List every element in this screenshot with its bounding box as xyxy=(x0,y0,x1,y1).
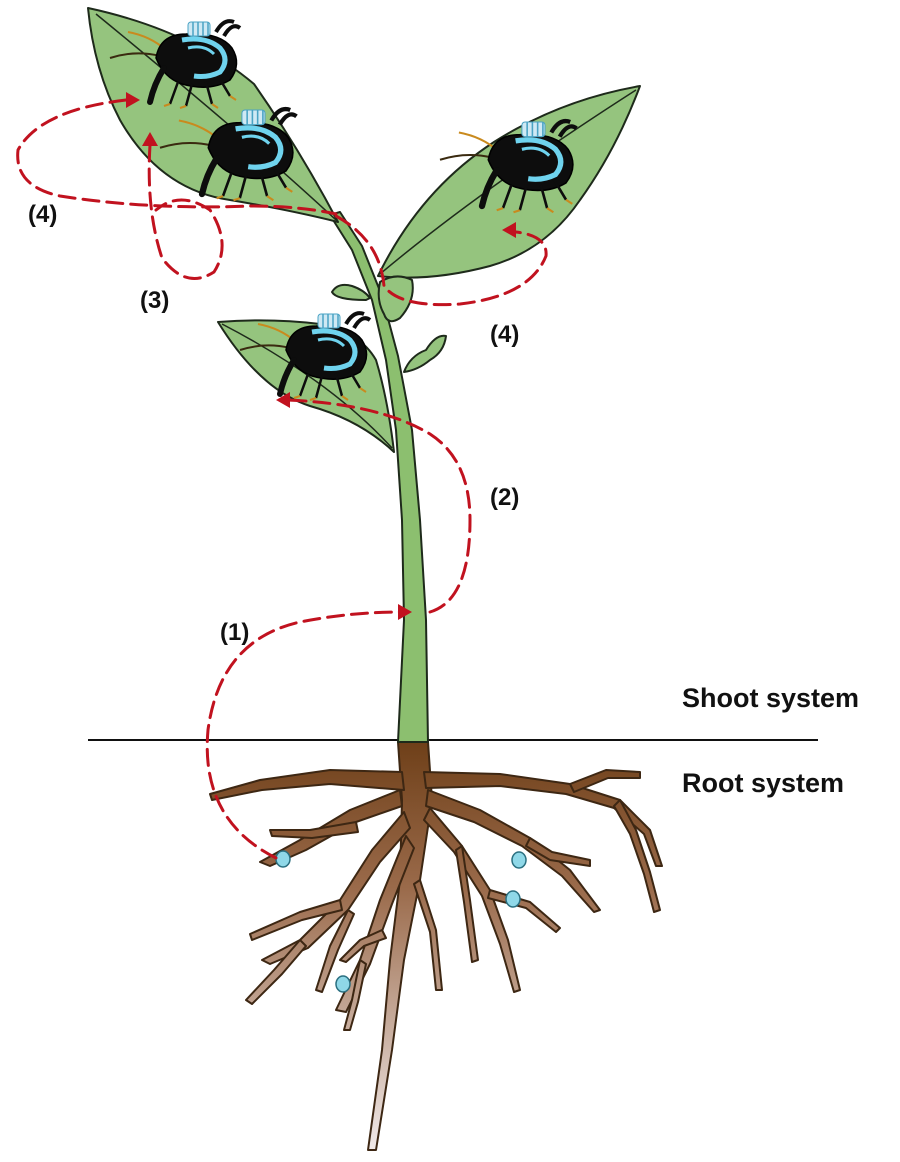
root-system-label: Root system xyxy=(682,768,844,798)
step-label-1: (1) xyxy=(220,619,249,646)
arrowhead-icon xyxy=(398,604,412,620)
stem xyxy=(329,211,429,743)
arrowhead-icon xyxy=(142,132,158,146)
arrowhead-icon xyxy=(126,92,140,108)
path-1 xyxy=(205,610,404,860)
step-label-4-right: (4) xyxy=(490,321,519,348)
shoot-system-label: Shoot system xyxy=(682,683,859,713)
arrowheads xyxy=(126,92,516,620)
arrowhead-icon xyxy=(502,222,516,238)
path-3 xyxy=(147,143,224,280)
water-droplet-icon xyxy=(335,975,351,993)
step-label-4-left: (4) xyxy=(28,201,57,228)
water-droplet-icon xyxy=(505,890,521,908)
water-droplet-icon xyxy=(511,851,527,869)
water-droplet-icon xyxy=(275,850,291,868)
water-droplets xyxy=(275,850,527,993)
step-label-2: (2) xyxy=(490,484,519,511)
movement-paths xyxy=(16,98,548,860)
path-4-left xyxy=(16,98,338,216)
step-label-3: (3) xyxy=(140,287,169,314)
bud-center xyxy=(377,275,414,323)
path-4-right xyxy=(334,214,548,307)
bud-right xyxy=(403,334,447,373)
arrowhead-icon xyxy=(276,392,290,408)
bud-left xyxy=(331,283,371,301)
path-2 xyxy=(286,398,472,614)
root-system xyxy=(209,741,663,1151)
